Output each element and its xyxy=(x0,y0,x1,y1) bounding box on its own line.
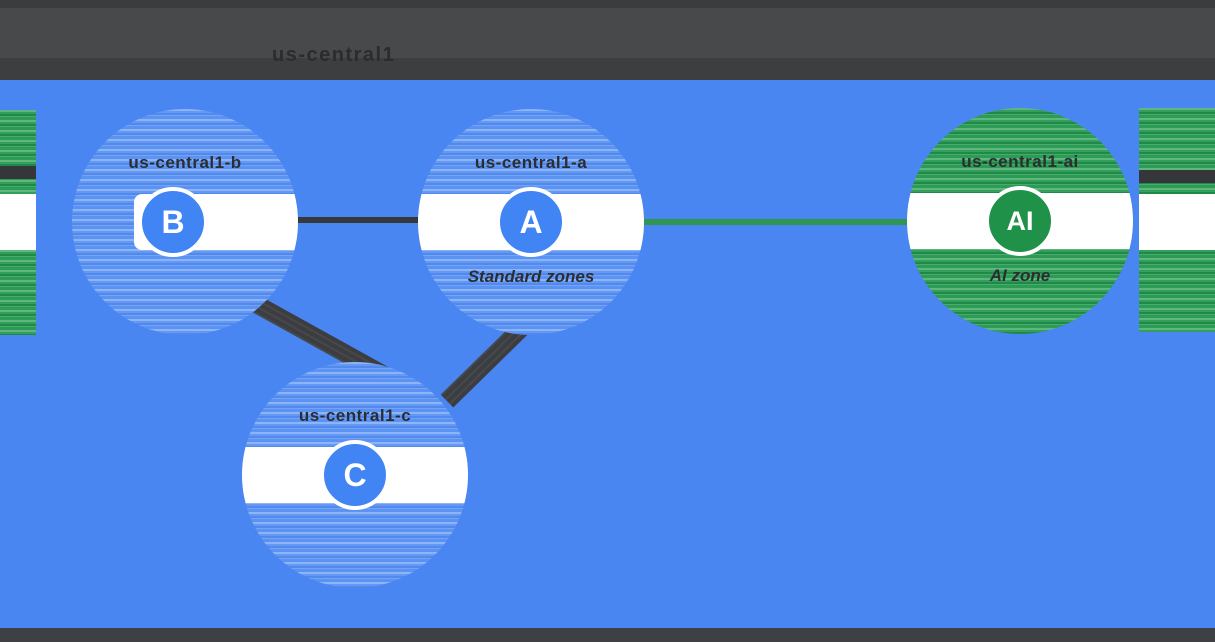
zone-node-circle-c: C xyxy=(320,440,390,510)
zone-sphere-c: us-central1-c C xyxy=(242,362,468,588)
zone-sphere-ai: us-central1-ai AI AI zone xyxy=(907,108,1133,334)
zone-sphere-a: us-central1-a A Standard zones xyxy=(418,109,644,335)
zone-node-circle-b: B xyxy=(138,187,208,257)
cropped-zone-right xyxy=(1139,108,1215,332)
cropped-zone-left xyxy=(0,110,36,335)
zone-name-label: us-central1-c xyxy=(298,406,412,425)
zone-letter: AI xyxy=(1006,205,1034,236)
zone-name-label: us-central1-b xyxy=(128,153,242,172)
zone-letter: C xyxy=(343,456,367,493)
region-title: us-central1 xyxy=(272,44,396,66)
zone-node-circle-ai: AI xyxy=(985,186,1055,256)
zone-sphere-b: us-central1-b B xyxy=(72,109,298,335)
top-bar: us-central1 xyxy=(0,0,1215,80)
zone-category-label: AI zone xyxy=(989,266,1051,285)
connector-b-a xyxy=(278,217,420,223)
zone-name-label: us-central1-ai xyxy=(961,152,1079,171)
zone-node-circle-a: A xyxy=(496,187,566,257)
zone-pill xyxy=(1139,194,1215,250)
zone-category-label: Standard zones xyxy=(467,267,595,286)
clipped-zone-label-bar xyxy=(0,166,36,179)
zone-pill xyxy=(0,194,36,250)
zone-letter: B xyxy=(161,203,185,240)
zone-name-label: us-central1-a xyxy=(474,153,588,172)
clipped-zone-label-bar xyxy=(1139,170,1215,183)
connector-a-ai xyxy=(637,219,907,225)
bottom-bar xyxy=(0,628,1215,642)
zone-letter: A xyxy=(519,203,543,240)
